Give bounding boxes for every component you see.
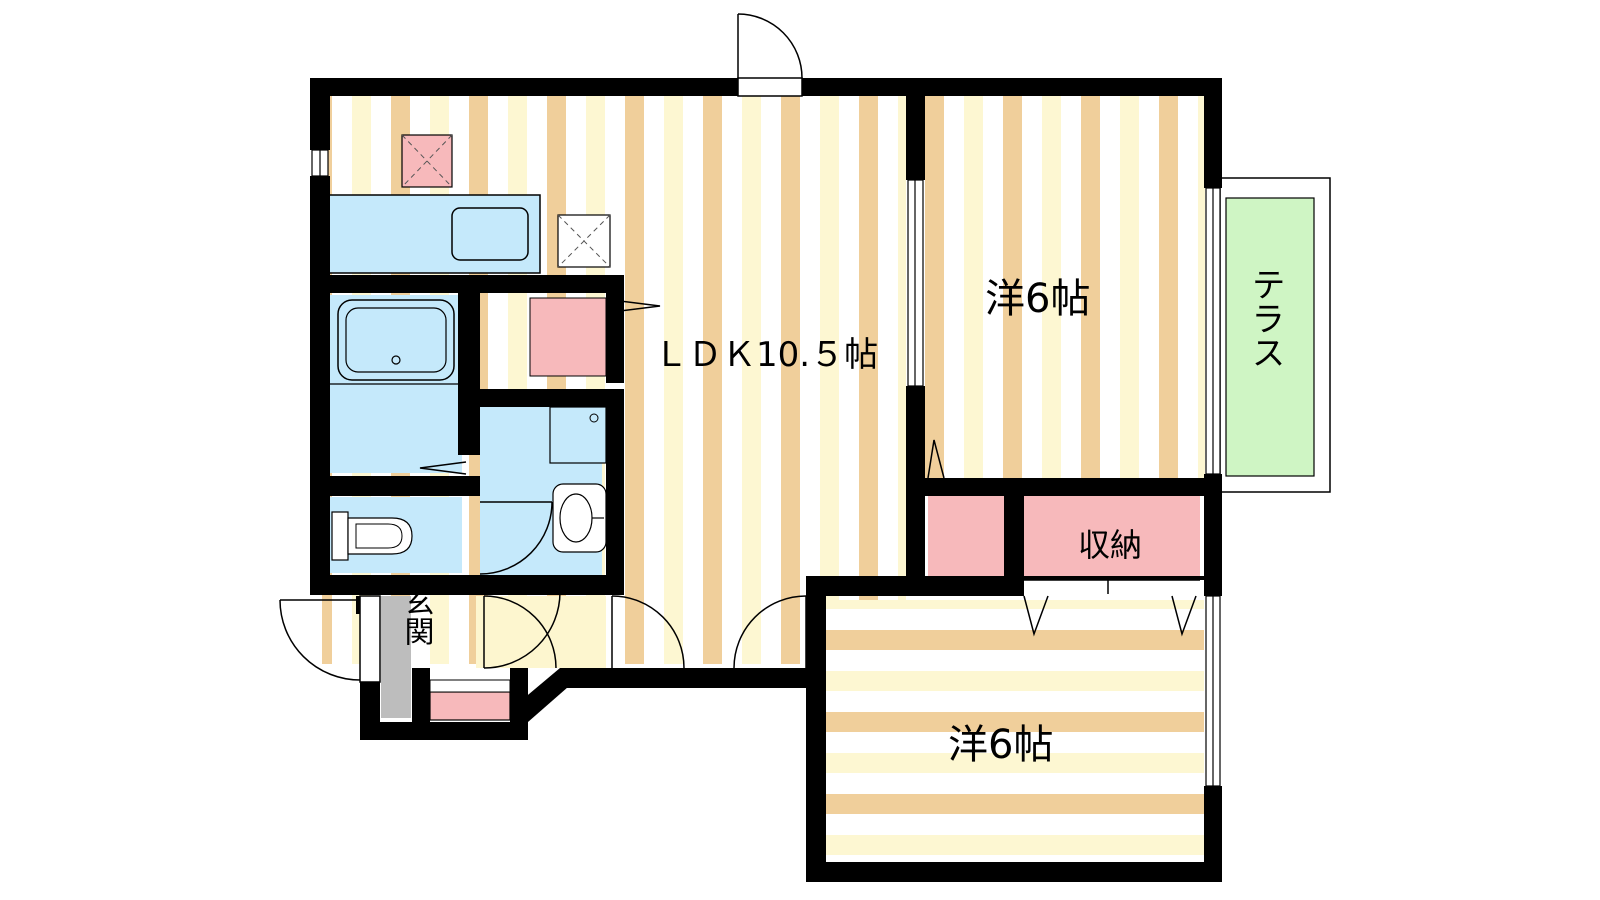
storage-closet <box>1024 496 1200 576</box>
kitchen-sink <box>451 207 529 261</box>
refrigerator-space <box>401 134 453 188</box>
terrace-floor <box>1225 197 1315 477</box>
entrance-step <box>381 596 411 718</box>
terrace-label: テラス <box>1245 267 1285 369</box>
storage-label: 収納 <box>1078 526 1142 564</box>
entrance-label: 玄関 <box>399 586 434 646</box>
washbasin <box>552 483 607 553</box>
appliance-space <box>557 214 611 268</box>
windows <box>311 149 1221 787</box>
doors <box>279 13 1200 683</box>
western-room-lower-floor <box>826 600 1204 868</box>
bathtub <box>337 299 455 381</box>
toilet <box>331 511 413 561</box>
western-room-lower-label: 洋6帖 <box>948 722 1053 768</box>
walls <box>310 78 1222 882</box>
closet-upper <box>928 496 1004 576</box>
kitchen-storage <box>529 297 609 377</box>
shoe-storage <box>429 691 511 721</box>
western-room-upper-floor <box>925 96 1205 478</box>
western-room-upper-label: 洋6帖 <box>985 276 1090 322</box>
ldk-label: ＬＤＫ10.５帖 <box>654 335 878 375</box>
